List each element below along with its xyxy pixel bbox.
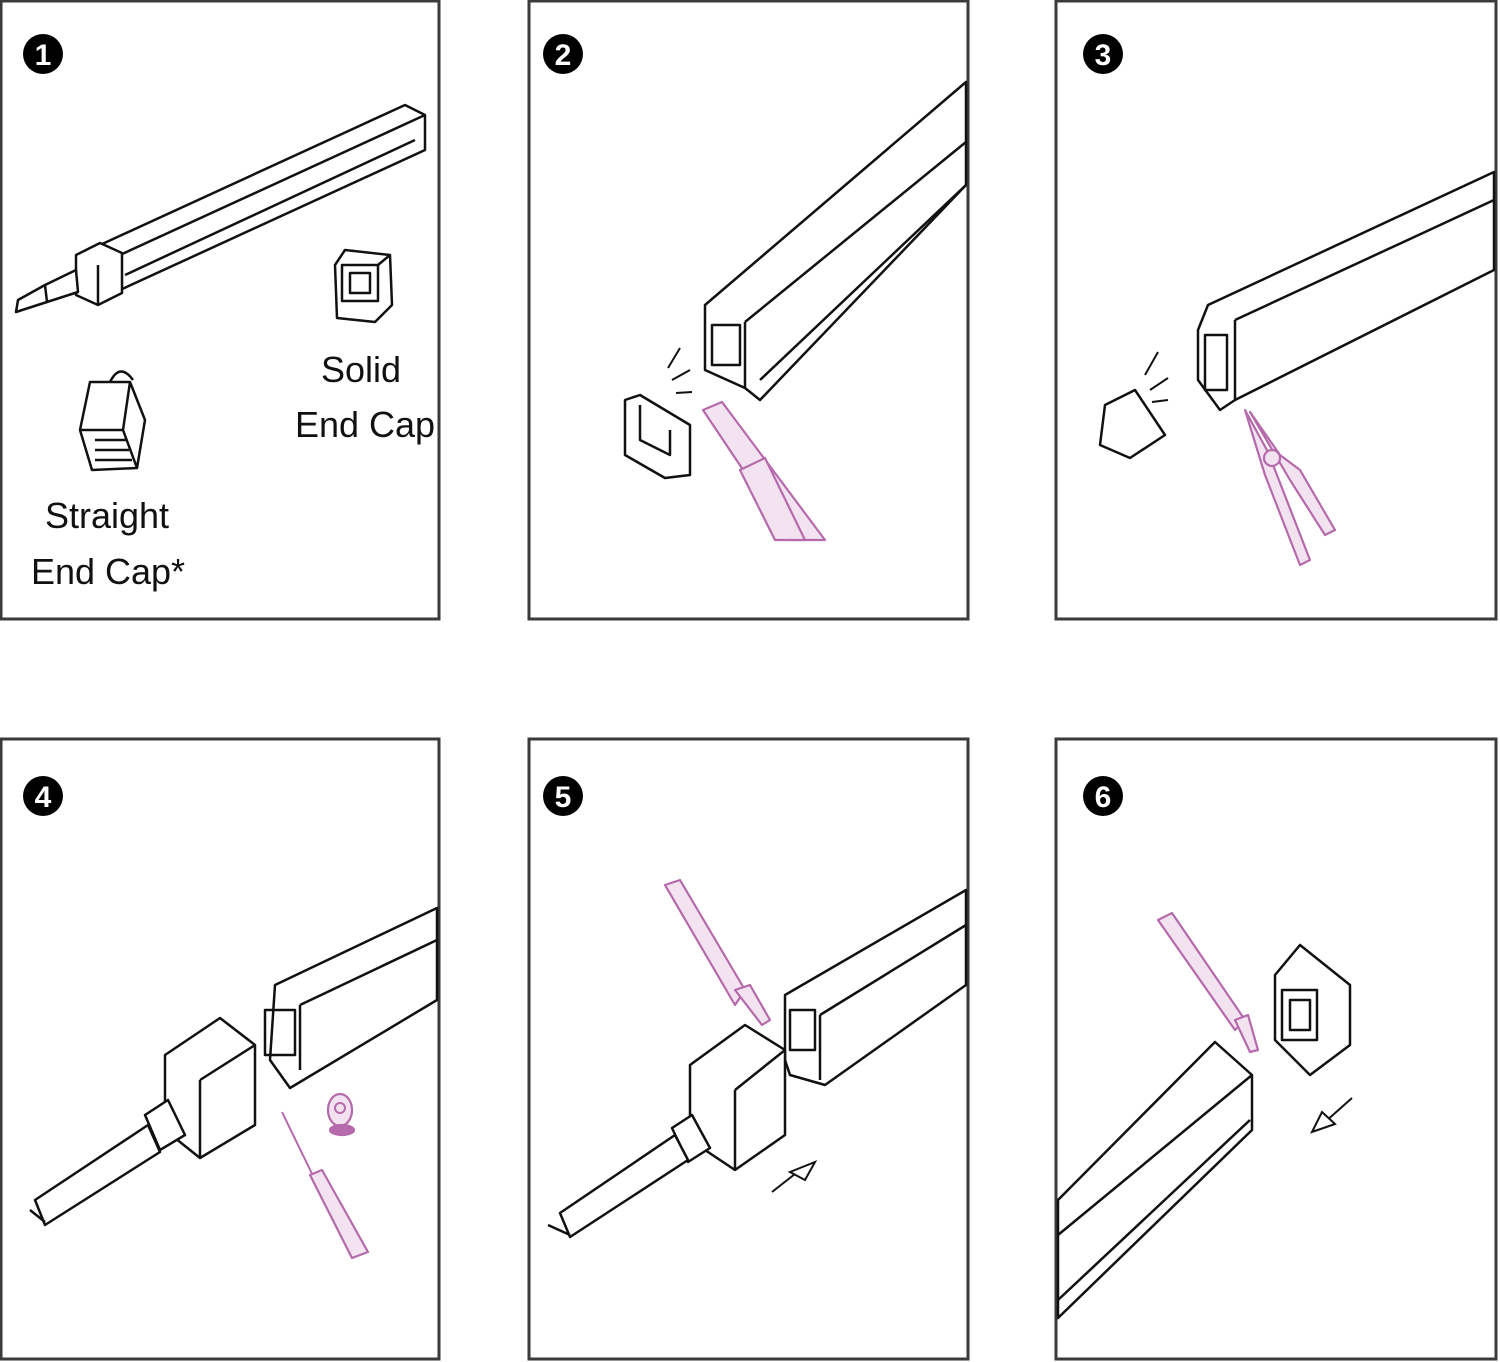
step-number: 4 — [35, 781, 52, 814]
pin-icon — [326, 1092, 356, 1137]
panel-frame — [1054, 737, 1498, 1361]
solid-end-cap-icon — [333, 248, 394, 324]
sealant-tube-icon — [663, 878, 772, 1027]
step-number-badge — [1083, 776, 1123, 816]
clip-cap-icon — [623, 393, 692, 480]
pliers-icon — [1243, 408, 1337, 567]
snap-lines-icon — [1144, 351, 1169, 403]
step-panel-5: 5 — [527, 737, 970, 1361]
solid-end-cap-icon — [1273, 943, 1352, 1077]
neon-strip-end — [703, 80, 968, 402]
straight-end-cap-label: End Cap* — [31, 551, 185, 592]
neon-strip-end — [1056, 1040, 1254, 1320]
step-number-badge — [1083, 34, 1123, 74]
step-number: 1 — [35, 39, 52, 72]
cut-piece-icon — [1098, 388, 1167, 460]
neon-strip-end — [1196, 170, 1496, 412]
straight-end-cap-label: Straight — [45, 495, 169, 536]
step-panel-4: 4 — [0, 737, 441, 1361]
push-arrow-icon — [1310, 1097, 1353, 1134]
straight-end-cap-icon — [78, 370, 147, 472]
step-panel-6: 6 — [1054, 737, 1498, 1361]
solid-end-cap-label: End Cap — [295, 404, 435, 445]
step-number-badge — [543, 776, 583, 816]
power-connector-icon — [547, 1023, 787, 1239]
step-panel-2: 2 — [527, 0, 970, 621]
push-arrow-icon — [771, 1160, 818, 1193]
step-number: 3 — [1095, 39, 1112, 72]
utility-knife-icon — [701, 400, 827, 542]
power-connector-icon — [29, 1016, 257, 1227]
step-number-badge — [23, 34, 63, 74]
screwdriver-icon — [281, 1111, 370, 1260]
sealant-tube-icon — [1156, 911, 1260, 1054]
neon-strip-end — [263, 906, 439, 1090]
step-number-badge — [543, 34, 583, 74]
snap-lines-icon — [667, 347, 693, 394]
step-panel-1: 1 Solid End Cap Straight End — [0, 0, 441, 621]
solid-end-cap-label: Solid — [321, 349, 401, 390]
step-number: 5 — [555, 781, 572, 814]
step-number: 2 — [555, 39, 572, 72]
step-panel-3: 3 — [1054, 0, 1498, 621]
step-number-badge — [23, 776, 63, 816]
neon-strip-with-connector — [14, 103, 427, 314]
step-number: 6 — [1095, 781, 1112, 814]
